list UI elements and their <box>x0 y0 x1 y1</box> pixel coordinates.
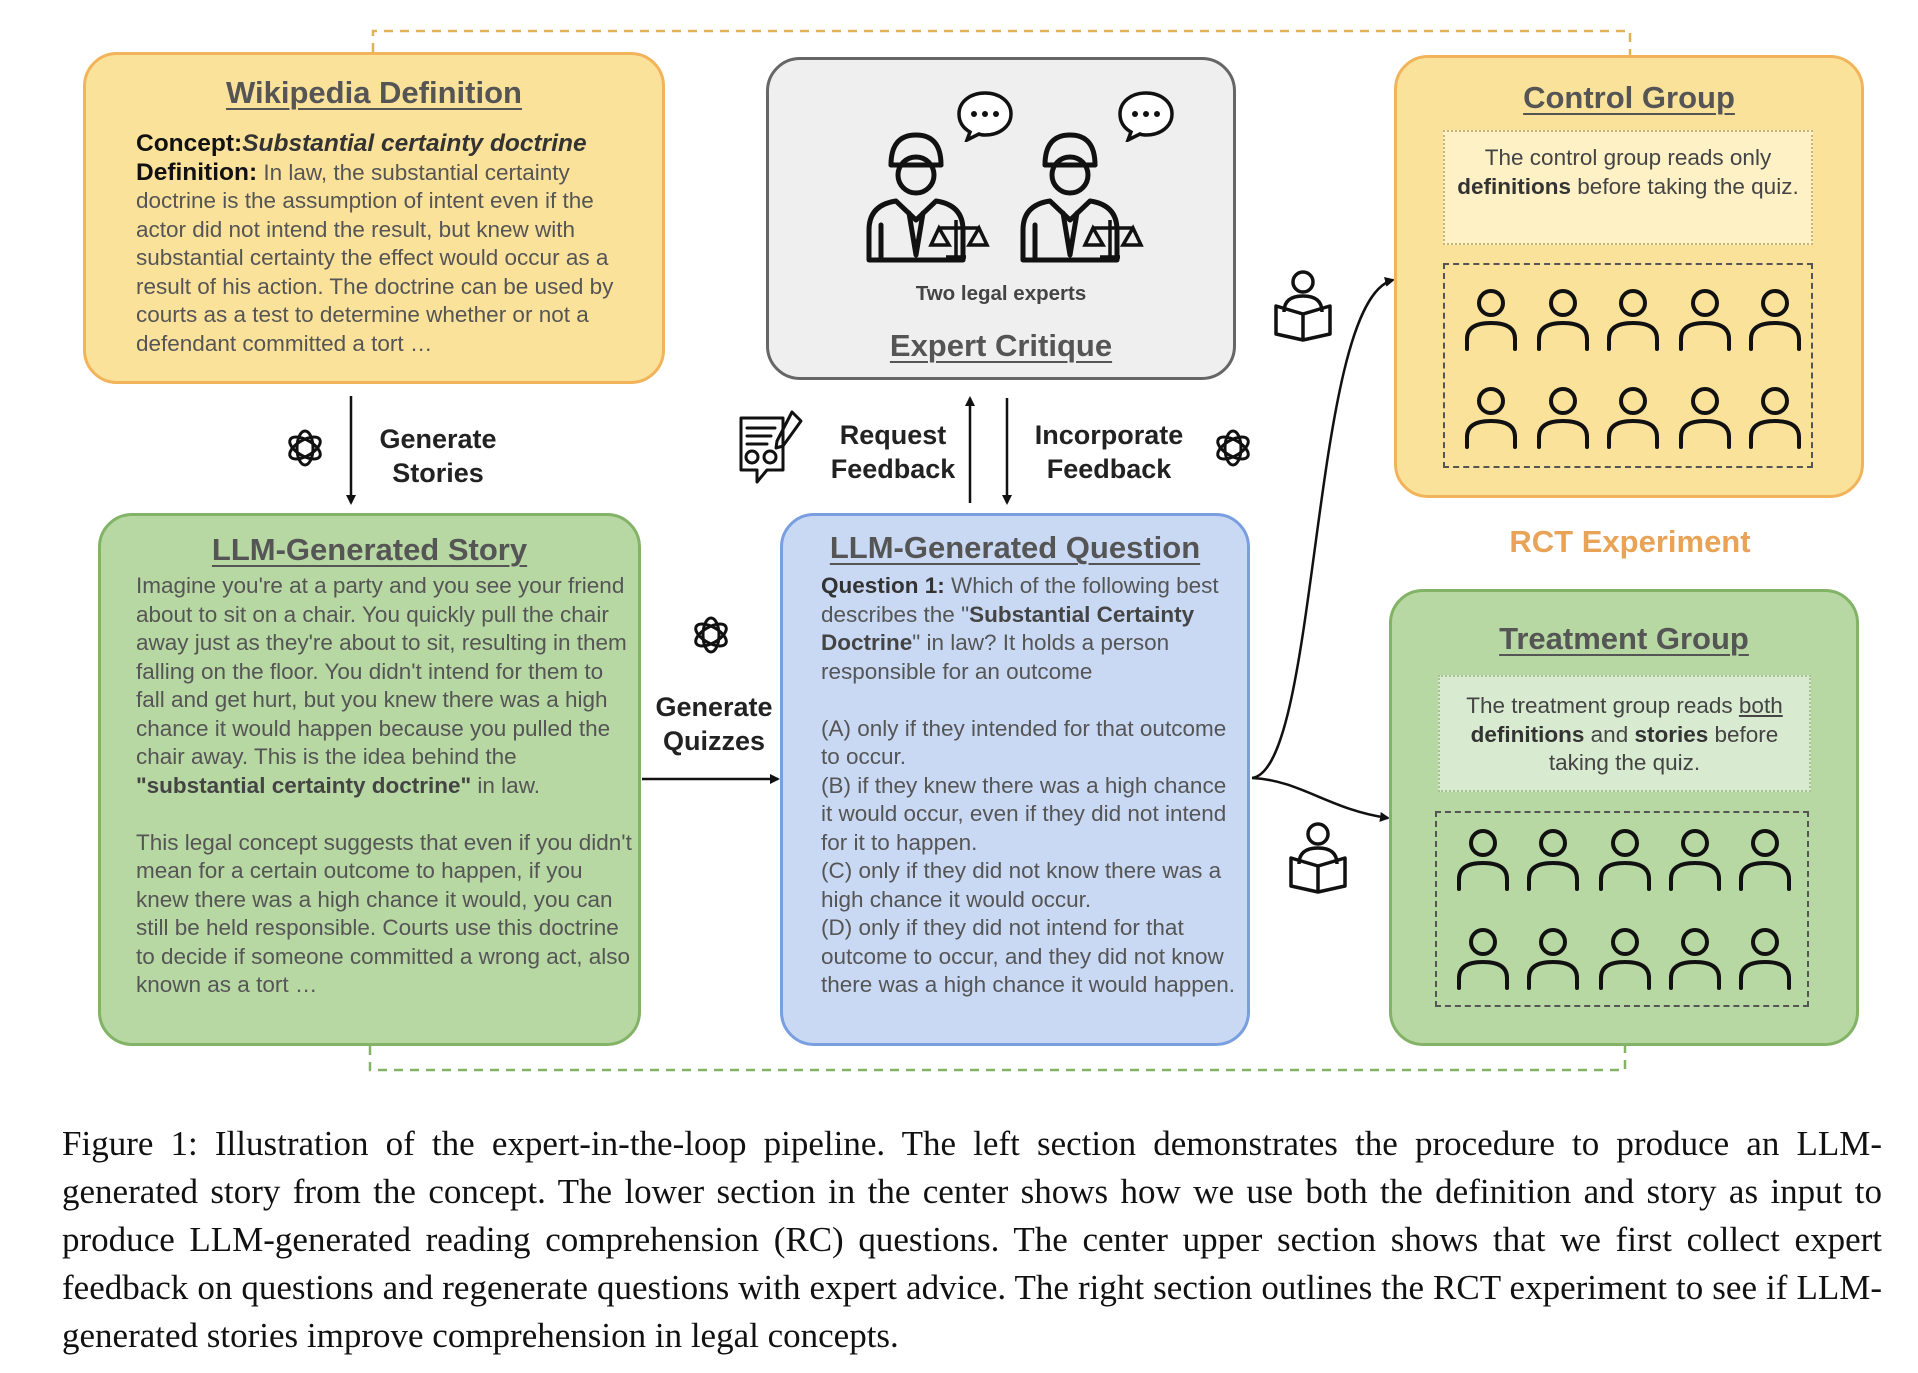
lawyer-icon <box>1020 132 1144 263</box>
treatment-participants-frame <box>1435 811 1809 1007</box>
figure-caption: Figure 1: Illustration of the expert-in-… <box>62 1124 1882 1355</box>
person-icon <box>1457 829 1509 891</box>
treatment-group-note: The treatment group reads both definition… <box>1438 675 1811 792</box>
request-feedback-label: Request Feedback <box>830 420 956 484</box>
two-legal-experts-caption: Two legal experts <box>915 282 1087 305</box>
person-icon <box>1669 928 1721 990</box>
person-icon <box>1599 829 1651 891</box>
person-icon <box>1669 829 1721 891</box>
treatment-note-bold-1: definitions <box>1470 721 1585 747</box>
option-b: (B) if they knew there was a high chance… <box>821 772 1227 855</box>
person-icon <box>1465 387 1517 449</box>
person-icon <box>1739 928 1791 990</box>
question-label: Question 1: <box>821 573 945 598</box>
definition-text: In law, the substantial certainty doctri… <box>136 159 614 356</box>
incorporate-feedback-label: Incorporate Feedback <box>1034 420 1184 484</box>
treatment-note-underline: both <box>1738 693 1783 718</box>
speech-bubble-icon <box>1118 91 1174 142</box>
person-icon <box>1537 289 1589 351</box>
to-control-arrow <box>1251 277 1395 780</box>
control-participants-frame <box>1443 263 1813 468</box>
control-note-bold: definitions <box>1457 173 1572 199</box>
reader-icon <box>1289 822 1347 894</box>
wikipedia-definition-box: Wikipedia Definition Concept:Substantial… <box>83 52 665 384</box>
treatment-group-title: Treatment Group <box>1499 621 1749 656</box>
story-paragraph-1: Imagine you're at a party and you see yo… <box>136 573 627 769</box>
question-text-1: Which of the following best describes th… <box>821 573 1219 627</box>
option-c: (C) only if they did not know there was … <box>821 858 1222 912</box>
treatment-note-text-1: The treatment group reads <box>1466 693 1739 718</box>
reader-icon <box>1274 270 1332 342</box>
generate-quizzes-label: Generate Quizzes <box>655 692 773 756</box>
concept-value: Substantial certainty doctrine <box>242 130 587 157</box>
option-a: (A) only if they intended for that outco… <box>821 715 1227 770</box>
question-text-2: " in law? It holds a person responsible … <box>821 630 1170 684</box>
openai-icon <box>694 616 728 654</box>
story-bold-term: "substantial certainty doctrine" <box>136 772 472 798</box>
control-note-text-1: The control group reads only <box>1484 145 1772 170</box>
person-icon <box>1749 387 1801 449</box>
person-icon <box>1465 289 1517 351</box>
story-paragraph-1-end: in law. <box>471 772 540 798</box>
control-group-note: The control group reads only definitions… <box>1443 130 1813 245</box>
openai-icon <box>1216 429 1250 467</box>
person-icon <box>1527 829 1579 891</box>
llm-question-title: LLM-Generated Question <box>829 530 1201 565</box>
llm-story-text: Imagine you're at a party and you see yo… <box>136 572 636 1000</box>
person-icon <box>1527 928 1579 990</box>
expert-critique-title: Expert Critique <box>889 328 1113 363</box>
person-icon <box>1679 387 1731 449</box>
llm-question-text: Question 1: Which of the following best … <box>821 572 1241 1000</box>
bottom-dashed-loop <box>368 1046 1627 1072</box>
person-icon <box>1537 387 1589 449</box>
person-icon <box>1607 289 1659 351</box>
control-group-title: Control Group <box>1523 80 1735 115</box>
person-icon <box>1749 289 1801 351</box>
story-paragraph-2: This legal concept suggests that even if… <box>136 829 632 998</box>
control-group-box: Control Group The control group reads on… <box>1394 55 1864 498</box>
generate-stories-label: Generate Stories <box>379 424 497 488</box>
treatment-note-text-2: before taking the quiz. <box>1548 721 1779 776</box>
person-icon <box>1607 387 1659 449</box>
control-note-text-2: before taking the quiz. <box>1571 173 1799 199</box>
rct-experiment-label: RCT Experiment <box>1509 524 1751 559</box>
openai-icon <box>288 429 322 467</box>
option-d: (D) only if they did not intend for that… <box>821 915 1236 997</box>
wikipedia-definition-text: Concept:Substantial certainty doctrine D… <box>136 130 646 358</box>
feedback-form-icon <box>739 410 803 484</box>
speech-bubble-icon <box>957 91 1013 142</box>
concept-label: Concept: <box>136 130 243 157</box>
definition-label: Definition: <box>136 158 258 186</box>
person-icon <box>1739 829 1791 891</box>
treatment-note-and: and <box>1584 721 1635 747</box>
wikipedia-definition-title: Wikipedia Definition <box>226 75 522 110</box>
llm-story-box: LLM-Generated Story Imagine you're at a … <box>98 513 641 1046</box>
expert-critique-box: Two legal experts Expert Critique <box>766 57 1236 380</box>
person-icon <box>1679 289 1731 351</box>
person-icon <box>1457 928 1509 990</box>
llm-question-box: LLM-Generated Question Question 1: Which… <box>780 513 1250 1046</box>
to-treatment-arrow <box>1251 776 1390 822</box>
llm-story-title: LLM-Generated Story <box>211 532 528 567</box>
lawyer-icon <box>866 132 990 263</box>
treatment-group-box: Treatment Group The treatment group read… <box>1389 589 1859 1046</box>
person-icon <box>1599 928 1651 990</box>
treatment-note-bold-2: stories <box>1634 721 1709 747</box>
question-bold-term: Substantial Certainty Doctrine <box>821 601 1195 656</box>
